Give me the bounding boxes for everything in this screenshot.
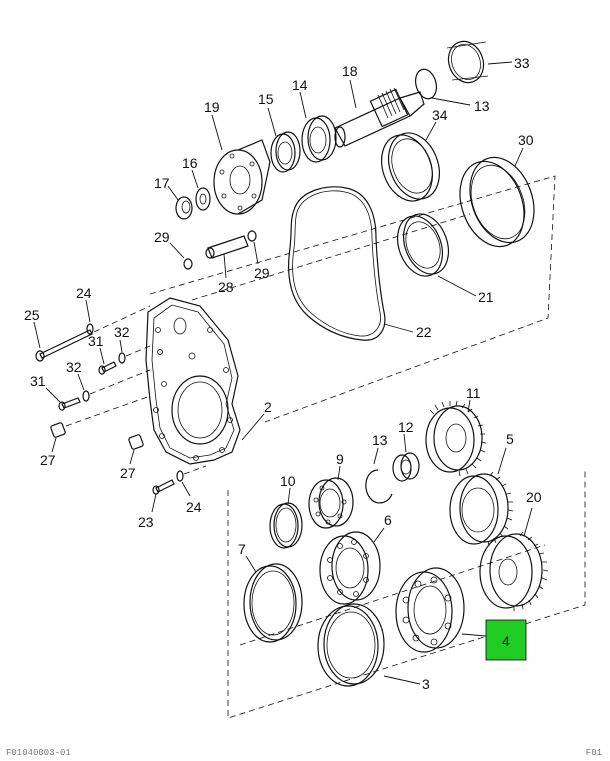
label-part-22: 22 [416, 324, 432, 340]
part-3-ring-gear [317, 603, 385, 687]
part-28-dowel [205, 235, 249, 259]
label-part-28: 28 [218, 279, 234, 295]
label-part-6: 6 [384, 512, 392, 528]
label-part-20: 20 [526, 489, 542, 505]
part-11-gear [425, 400, 487, 477]
label-part-30: 30 [518, 132, 534, 148]
lower-centerline [239, 544, 546, 646]
label-part-7: 7 [238, 541, 246, 557]
label-part-15: 15 [258, 91, 274, 107]
label-part-18: 18 [342, 63, 358, 79]
part-22-gasket [287, 186, 386, 341]
label-part-14: 14 [292, 77, 308, 93]
part-29-pin-right [247, 230, 257, 242]
label-part-21: 21 [478, 289, 494, 305]
part-13-snap-ring-upper [414, 68, 438, 100]
label-part-23: 23 [138, 514, 154, 530]
label-part-5: 5 [506, 431, 514, 447]
part-6-bearing [319, 531, 381, 605]
label-part-19: 19 [204, 99, 220, 115]
part-27-plug-right [128, 434, 144, 450]
part-16-washer [195, 187, 211, 211]
part-34-seal [381, 132, 440, 202]
lower-assembly-boundary [227, 470, 586, 719]
part-32-washer-a [118, 352, 126, 364]
label-part-34: 34 [432, 107, 448, 123]
part-24-washer-lower [176, 470, 184, 482]
part-29-pin-left [183, 258, 193, 270]
part-20-gear [479, 531, 549, 611]
label-part-29-left: 29 [154, 229, 170, 245]
part-12-bearing [392, 452, 420, 482]
label-part-32-b: 32 [66, 359, 82, 375]
callout-box[interactable] [485, 619, 527, 661]
part-31-bolt-b [58, 397, 81, 411]
part-13-snap-ring-lower [365, 469, 393, 504]
upper-centerline [191, 213, 471, 301]
label-part-29-right: 29 [254, 265, 270, 281]
label-part-10: 10 [280, 473, 296, 489]
part-4-callout[interactable]: 4 [485, 619, 527, 661]
part-10-ring [269, 502, 303, 549]
part-27-plug-left [50, 422, 66, 438]
figure-reference-left: F01040003-01 [6, 748, 71, 758]
part-24-washer-upper [86, 323, 94, 335]
part-30-cover-ring [459, 156, 535, 248]
label-part-33: 33 [514, 55, 530, 71]
label-part-27-right: 27 [120, 465, 136, 481]
part-25-long-bolt [35, 329, 93, 362]
part-7-ring [243, 563, 303, 643]
part-4-bearing [395, 567, 465, 653]
part-9-bearing [308, 477, 354, 529]
label-part-13-upper: 13 [474, 98, 490, 114]
label-part-3: 3 [422, 676, 430, 692]
label-part-31-a: 31 [88, 333, 104, 349]
part-21-ring [396, 213, 450, 277]
label-part-13-lower: 13 [372, 432, 388, 448]
part-17-nut [175, 196, 193, 220]
label-part-16: 16 [182, 155, 198, 171]
label-part-25: 25 [24, 307, 40, 323]
label-part-24-lower: 24 [186, 499, 202, 515]
upper-assembly-boundary [149, 175, 556, 423]
part-15-bearing [270, 131, 301, 173]
part-31-bolt-a [98, 361, 117, 375]
label-part-27-left: 27 [40, 452, 56, 468]
label-part-24-upper: 24 [76, 285, 92, 301]
label-part-17: 17 [154, 175, 170, 191]
part-33-ring [446, 40, 489, 84]
label-part-12: 12 [398, 419, 414, 435]
part-5-gear [449, 471, 514, 547]
label-part-31-b: 31 [30, 373, 46, 389]
label-part-11: 11 [466, 385, 481, 401]
callout-label: 4 [502, 633, 510, 649]
part-19-flange [213, 139, 271, 215]
label-part-2: 2 [264, 399, 272, 415]
part-14-bearing [301, 115, 337, 163]
part-32-washer-b [82, 390, 90, 402]
label-part-9: 9 [336, 451, 344, 467]
label-part-32-a: 32 [114, 324, 130, 340]
part-2-housing [145, 297, 241, 465]
part-23-bolt [152, 479, 175, 495]
part-18-shaft [334, 87, 425, 148]
figure-reference-right: F01 [585, 748, 602, 758]
